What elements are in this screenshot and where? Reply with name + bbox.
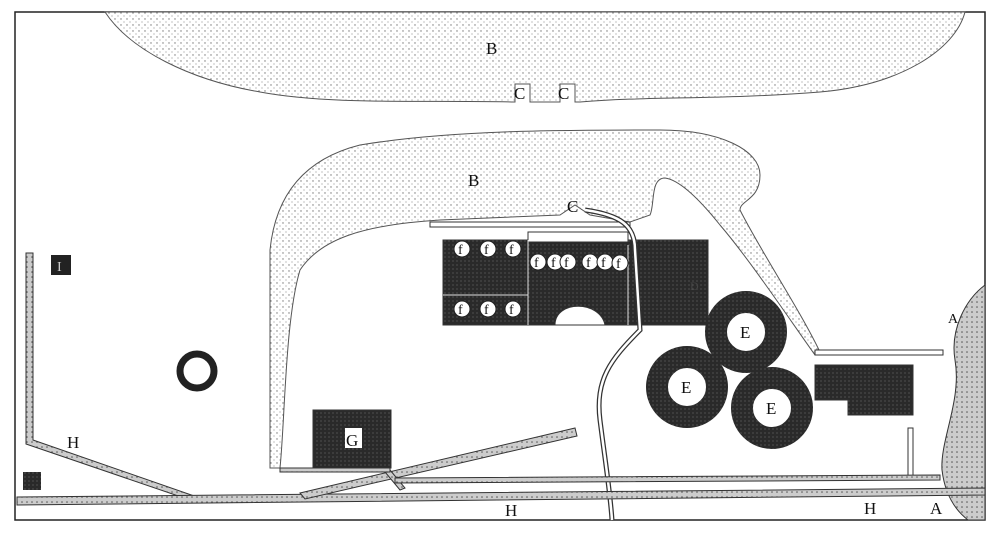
label-a: A: [948, 312, 959, 327]
f-label: f: [601, 256, 606, 271]
label-a: A: [930, 499, 943, 518]
f-label: f: [616, 257, 621, 272]
area-b-top: [104, 11, 966, 103]
f-markers: f f f f f f f f f f f f: [453, 240, 629, 318]
label-c: C: [567, 197, 578, 216]
f-label: f: [458, 303, 463, 318]
label-d: D: [690, 279, 699, 293]
f-label: f: [458, 243, 463, 258]
f-label: f: [484, 243, 489, 258]
label-e: E: [681, 378, 691, 397]
small-structure: [23, 472, 41, 490]
f-label: f: [534, 256, 539, 271]
label-c: C: [514, 84, 525, 103]
label-g: G: [346, 431, 358, 450]
tanks: [646, 291, 813, 449]
label-h: H: [67, 433, 79, 452]
label-i: I: [57, 260, 62, 275]
label-c: C: [558, 84, 569, 103]
label-h: H: [864, 499, 876, 518]
label-h: H: [505, 501, 517, 520]
f-label: f: [509, 243, 514, 258]
f-label: f: [509, 303, 514, 318]
f-label: f: [484, 303, 489, 318]
label-b: B: [468, 171, 479, 190]
roads-h: [16, 252, 986, 506]
right-building: [814, 364, 914, 416]
label-e: E: [766, 399, 776, 418]
f-label: f: [564, 256, 569, 271]
label-e: E: [740, 323, 750, 342]
ring-structure: [176, 350, 218, 392]
f-label: f: [586, 256, 591, 271]
river-a: [941, 283, 986, 521]
label-b: B: [486, 39, 497, 58]
f-label: f: [551, 256, 556, 271]
building-i: [51, 255, 71, 275]
